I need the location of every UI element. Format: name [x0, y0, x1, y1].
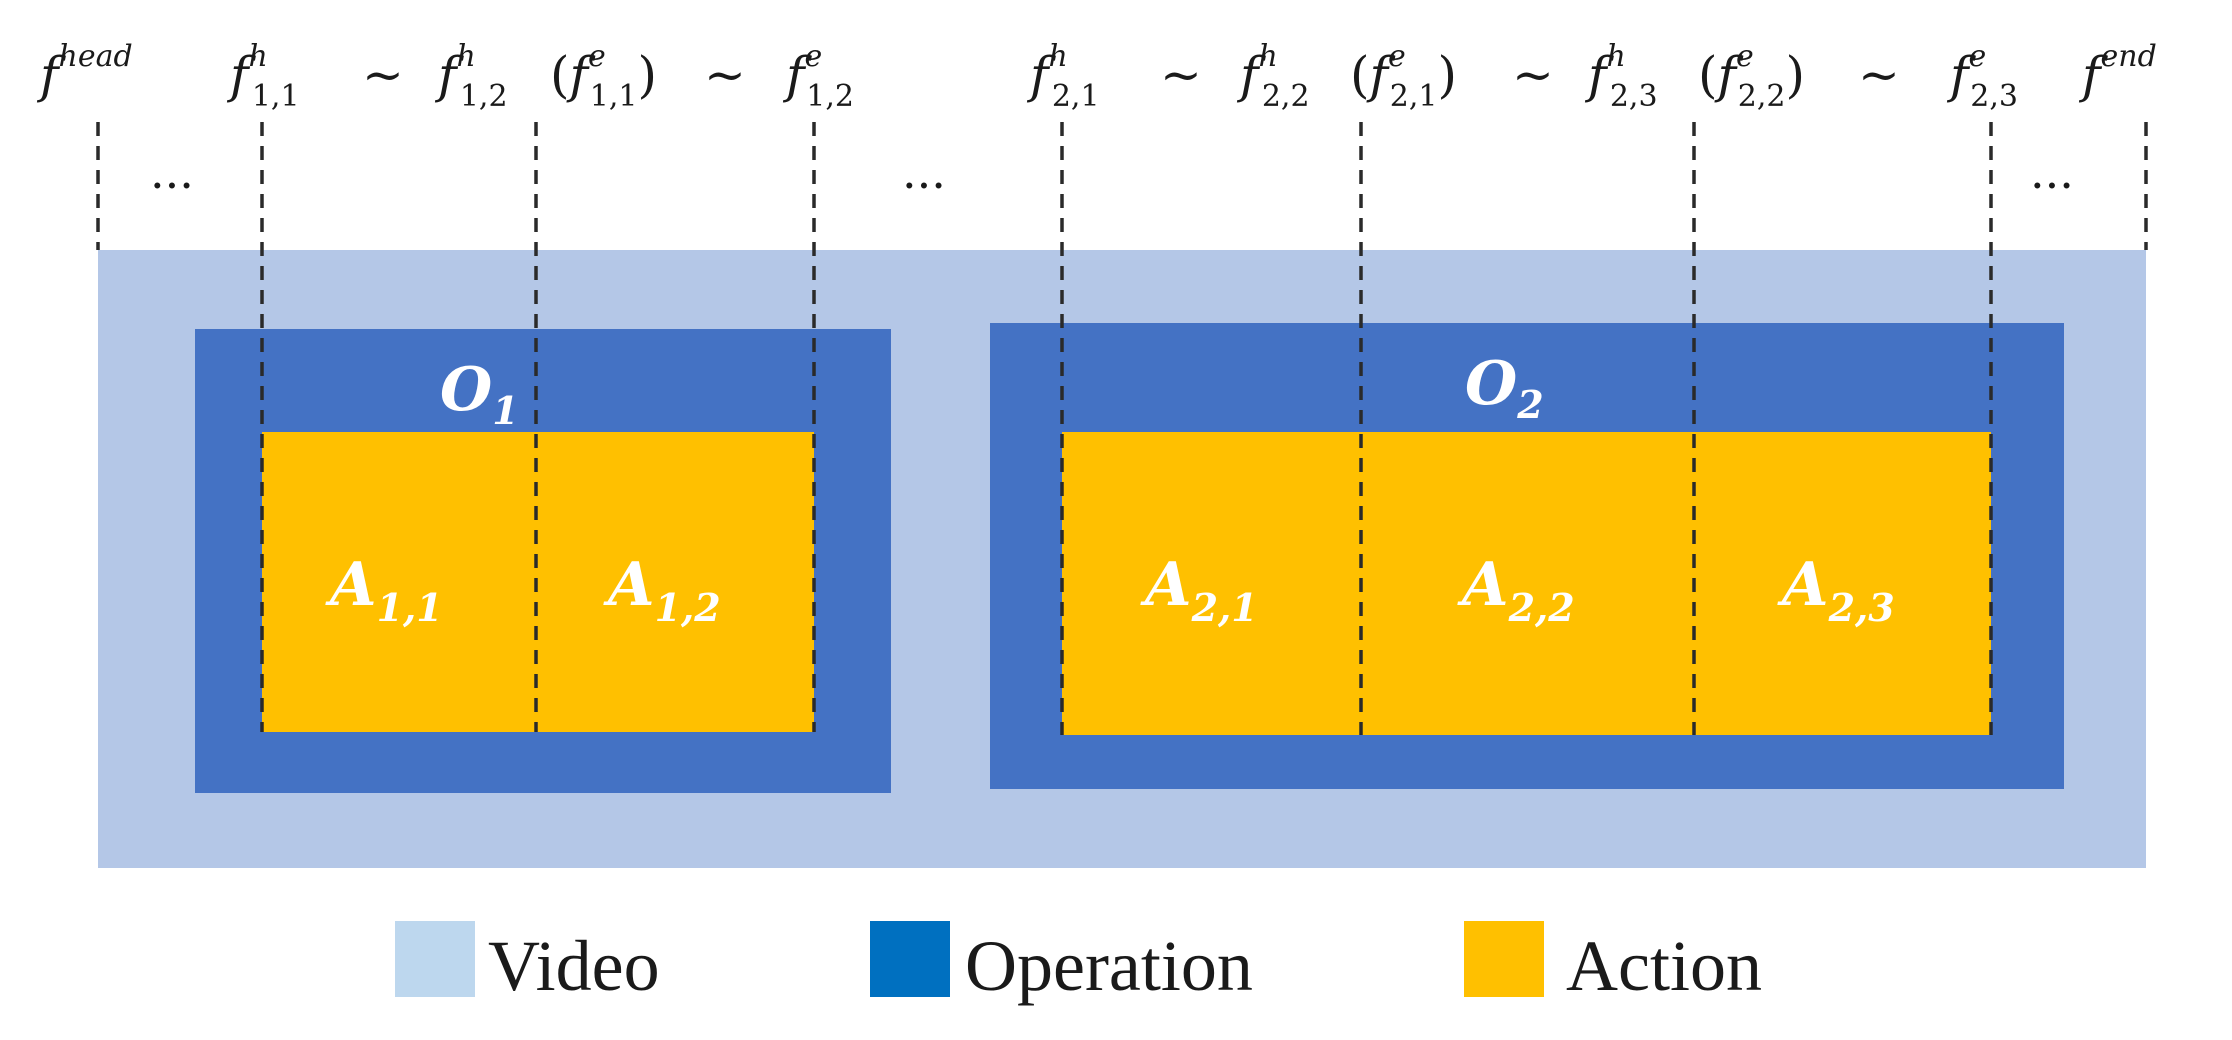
- operation-2-label: O2: [1465, 349, 1544, 427]
- ellipsis-middle: ...: [902, 145, 946, 199]
- label-f-end: fend: [2078, 39, 2157, 104]
- label-tilde-5: ~: [1858, 46, 1900, 104]
- legend: Video Operation Action: [395, 921, 1762, 1006]
- action-2-1-box: [1062, 432, 1361, 735]
- frame-boundary-lines: [96, 122, 2148, 735]
- ellipsis-left: ...: [150, 145, 194, 199]
- action-1-2-box: [536, 432, 814, 732]
- action-2-3-box: [1694, 432, 1991, 735]
- action-2-2-box: [1361, 432, 1694, 735]
- legend-swatch-operation: [870, 921, 950, 997]
- operation-1-label: O1: [440, 355, 519, 433]
- label-tilde-3: ~: [1160, 46, 1202, 104]
- legend-swatch-video: [395, 921, 475, 997]
- legend-label-operation: Operation: [965, 926, 1253, 1006]
- action-2-1-label: A2,1: [1140, 550, 1258, 630]
- action-1-1-label: A1,1: [325, 550, 443, 630]
- legend-swatch-action: [1464, 921, 1544, 997]
- action-2-2-label: A2,2: [1457, 550, 1575, 630]
- action-2-3-label: A2,3: [1777, 550, 1895, 630]
- label-f-head: fhead: [36, 39, 133, 104]
- label-tilde-1: ~: [362, 46, 404, 104]
- legend-label-video: Video: [488, 926, 660, 1006]
- ellipsis-right: ...: [2030, 145, 2074, 199]
- action-1-1-box: [262, 432, 536, 732]
- label-tilde-2: ~: [704, 46, 746, 104]
- legend-label-action: Action: [1566, 926, 1762, 1006]
- action-1-2-label: A1,2: [603, 550, 721, 630]
- label-tilde-4: ~: [1512, 46, 1554, 104]
